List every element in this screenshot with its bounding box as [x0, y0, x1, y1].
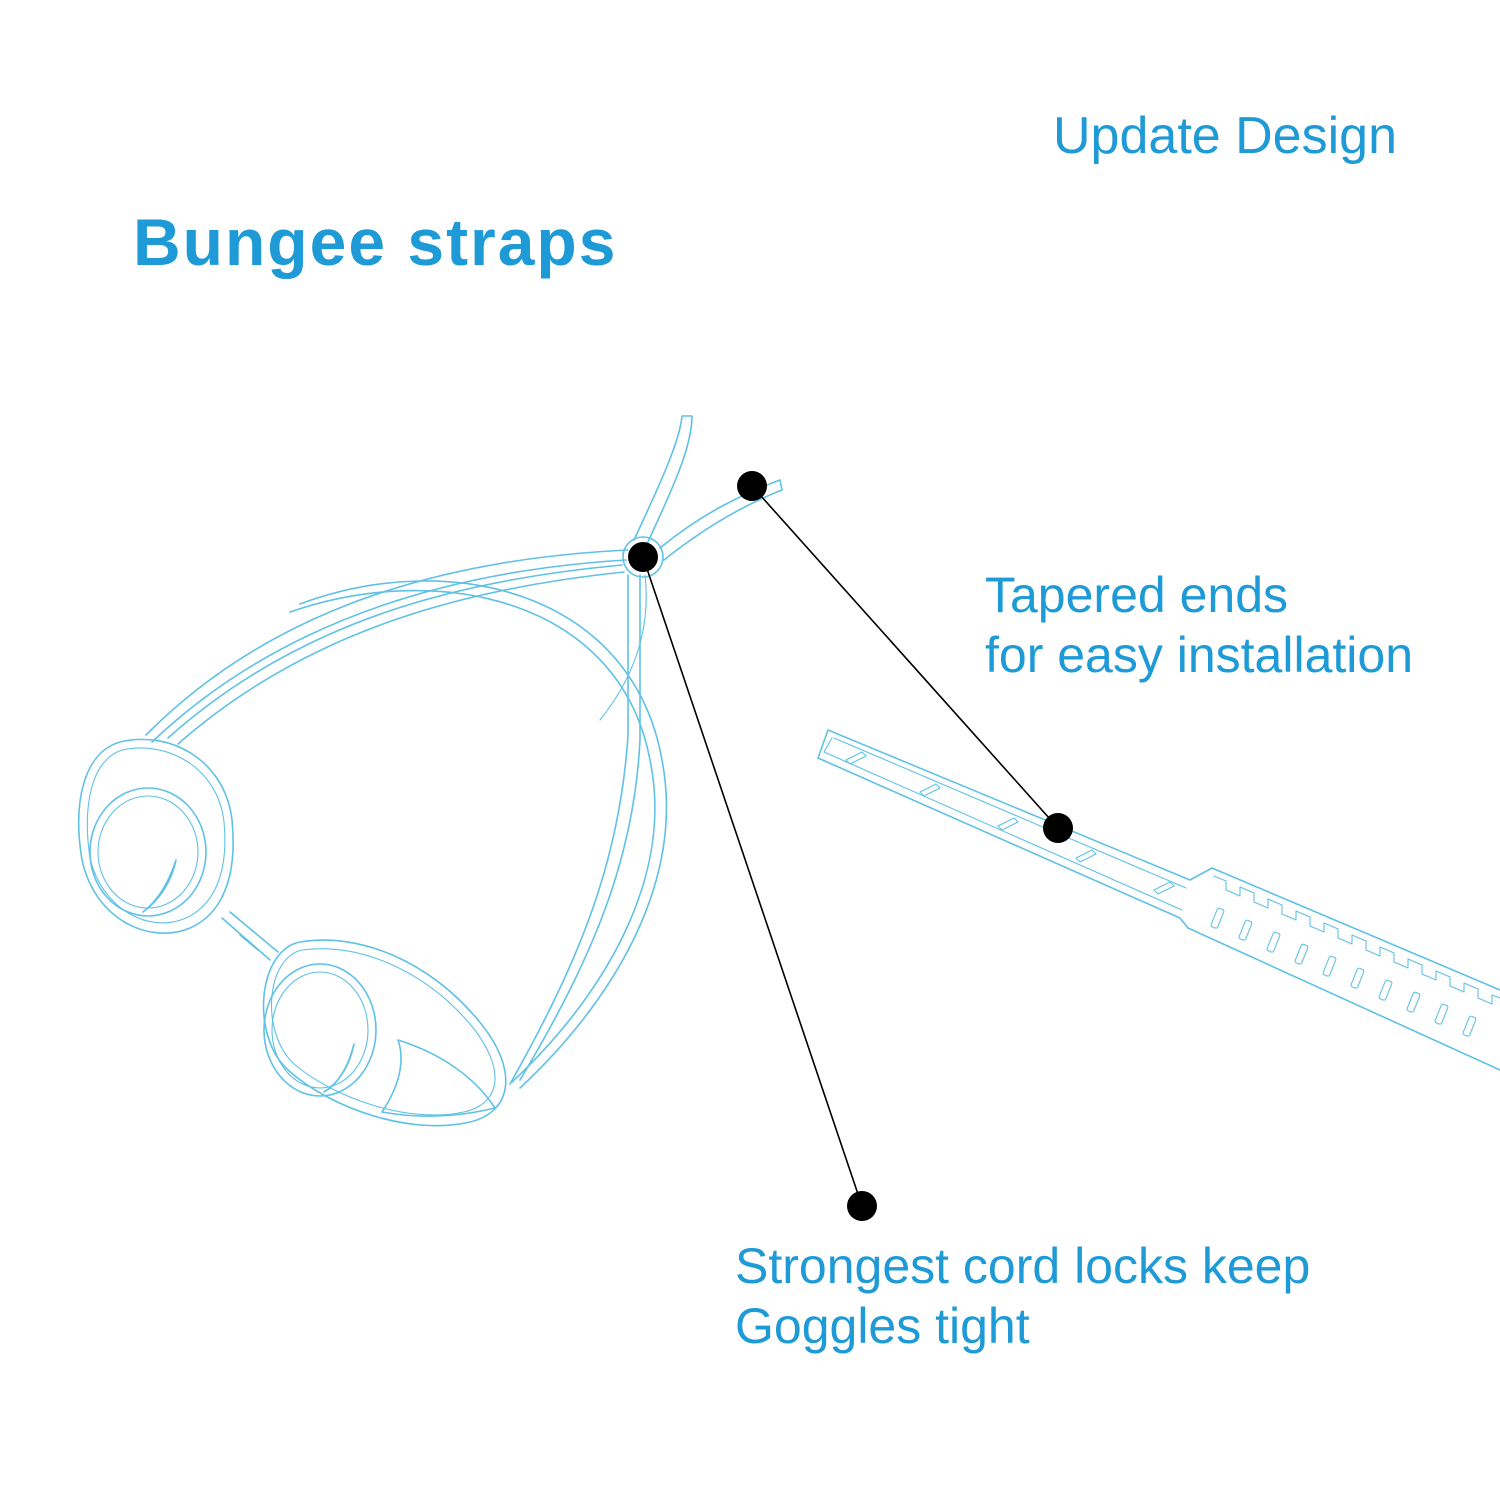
update-design-label: Update Design	[1053, 107, 1397, 165]
right-lens	[262, 939, 507, 1127]
left-lens-frame-inner	[86, 747, 226, 924]
callout-leaders	[642, 485, 1059, 1207]
marker-cord-end	[737, 471, 767, 501]
strap-inner-band	[167, 564, 625, 745]
left-lens-glass	[89, 787, 207, 917]
strap-outer-band	[145, 549, 629, 743]
strap-back-band	[509, 574, 641, 1085]
right-lens-shadow	[381, 1039, 496, 1117]
strap-small-marks	[845, 751, 1175, 895]
leader-line-cord-lock	[642, 556, 863, 1207]
left-lens	[77, 738, 234, 934]
left-lens-glare	[142, 859, 177, 913]
marker-cord-lock-label	[847, 1191, 877, 1221]
callout-tapered-line1: Tapered ends	[985, 567, 1289, 623]
strap-tapered-outline	[817, 729, 1500, 1071]
strap-side-link	[599, 574, 647, 721]
strap-slot-holes	[1210, 907, 1477, 1037]
callout-cord-locks: Strongest cord locks keep Goggles tight	[735, 1236, 1310, 1356]
right-lens-frame-inner	[270, 948, 496, 1116]
strap-notched-edge	[1213, 875, 1500, 1005]
right-lens-glare	[323, 1043, 355, 1093]
strap-head-loop	[289, 580, 668, 1089]
cord-lock-ring	[622, 536, 664, 578]
callout-tapered-ends: Tapered ends for easy installation	[985, 565, 1413, 685]
detached-strap	[817, 729, 1500, 1071]
callout-tapered-line2: for easy installation	[985, 627, 1414, 683]
right-lens-frame	[262, 939, 507, 1127]
cord-end-vertical	[633, 415, 693, 547]
callout-markers	[628, 471, 1073, 1221]
leader-line-tapered	[751, 485, 1059, 829]
goggle-strap-outline	[145, 549, 668, 1089]
strap-tapered-inner	[823, 737, 1187, 911]
nose-bridge	[221, 911, 279, 961]
page-title: Bungee straps	[133, 205, 618, 279]
right-lens-glass-inner	[271, 971, 369, 1089]
left-lens-glass-inner	[97, 795, 199, 909]
marker-cord-lock	[628, 542, 658, 572]
callout-cord-line1: Strongest cord locks keep	[735, 1238, 1311, 1294]
right-lens-glass	[263, 963, 377, 1097]
marker-strap-end	[1043, 813, 1073, 843]
left-lens-frame	[77, 738, 234, 934]
callout-cord-line2: Goggles tight	[735, 1298, 1030, 1354]
